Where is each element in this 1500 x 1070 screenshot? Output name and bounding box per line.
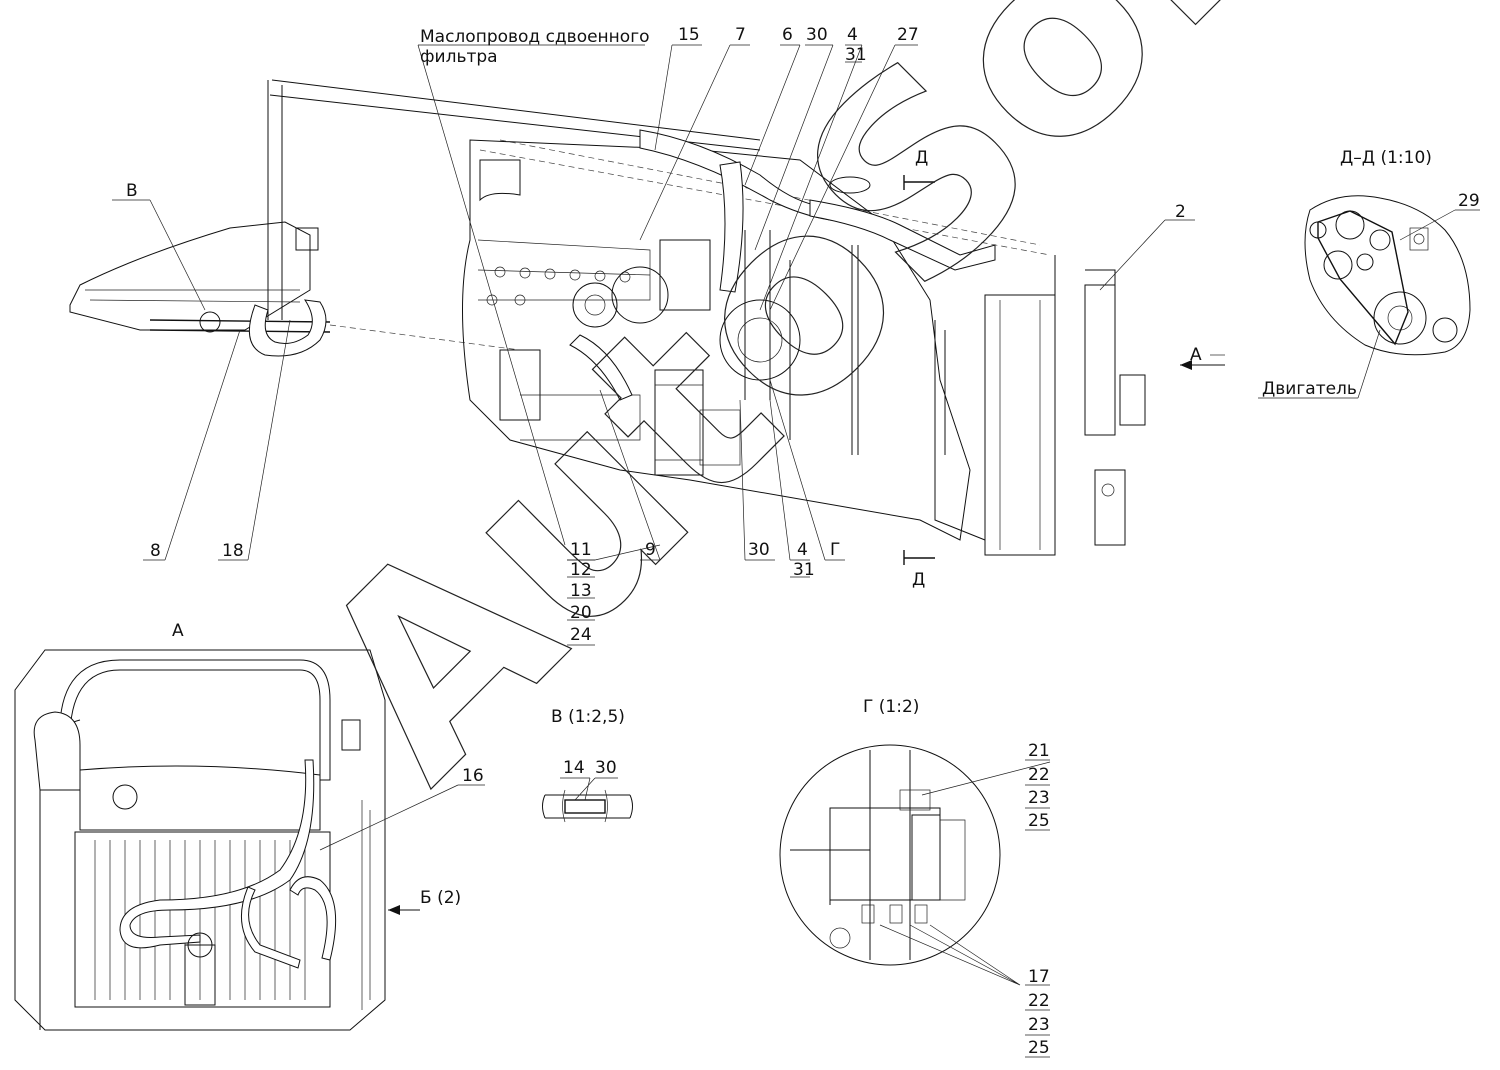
main-engine-view: [69, 79, 1225, 565]
view-g: [779, 744, 1051, 1058]
position-24: 24: [570, 625, 592, 645]
engine-label: Двигатель: [1262, 379, 1357, 399]
watermark: AutoSoft: [260, 0, 1387, 834]
section-marker-d-bottom: Д: [912, 570, 925, 590]
position-16: 16: [462, 766, 484, 786]
position-23-bottom: 23: [1028, 1015, 1050, 1035]
position-30-bottom: 30: [748, 540, 770, 560]
position-23-top: 23: [1028, 788, 1050, 808]
leader-lines-main: [112, 44, 1480, 646]
position-25-bottom: 25: [1028, 1038, 1050, 1058]
position-17: 17: [1028, 967, 1050, 987]
view-v: [542, 777, 633, 823]
position-30-top: 30: [806, 25, 828, 45]
view-g-title: Г (1:2): [863, 697, 919, 717]
position-25-top: 25: [1028, 811, 1050, 831]
view-a-title: А: [172, 621, 184, 641]
position-4-top: 4: [847, 25, 858, 45]
position-20: 20: [570, 603, 592, 623]
position-9: 9: [645, 540, 656, 560]
position-22-bottom: 22: [1028, 991, 1050, 1011]
position-30-view-v: 30: [595, 758, 617, 778]
view-arrow-a: А: [1190, 345, 1202, 365]
position-2: 2: [1175, 202, 1186, 222]
position-14: 14: [563, 758, 585, 778]
position-27: 27: [897, 25, 919, 45]
section-dd-title: Д–Д (1:10): [1340, 148, 1432, 168]
position-11: 11: [570, 540, 592, 560]
position-31-top: 31: [845, 45, 867, 65]
position-6: 6: [782, 25, 793, 45]
position-8: 8: [150, 541, 161, 561]
position-7: 7: [735, 25, 746, 45]
oil-line-label-1: Маслопровод сдвоенного: [420, 27, 650, 47]
position-15: 15: [678, 25, 700, 45]
position-22-top: 22: [1028, 765, 1050, 785]
position-13: 13: [570, 581, 592, 601]
arrow-b-label: Б (2): [420, 888, 461, 908]
position-21: 21: [1028, 741, 1050, 761]
labels: Маслопровод сдвоенного фильтра 15 7 6 30…: [126, 25, 1480, 1058]
view-v-title: В (1:2,5): [551, 707, 625, 727]
view-a: [14, 649, 485, 1031]
position-4-bottom: 4: [797, 540, 808, 560]
section-dd-view: [1304, 195, 1471, 356]
position-31-bottom: 31: [793, 560, 815, 580]
callout-v: В: [126, 181, 138, 201]
callout-g: Г: [830, 540, 840, 560]
head-bolt-row: [486, 266, 631, 306]
section-marker-d-top: Д: [915, 148, 928, 168]
position-12: 12: [570, 560, 592, 580]
position-29: 29: [1458, 191, 1480, 211]
oil-line-label-2: фильтра: [420, 47, 498, 67]
position-18: 18: [222, 541, 244, 561]
